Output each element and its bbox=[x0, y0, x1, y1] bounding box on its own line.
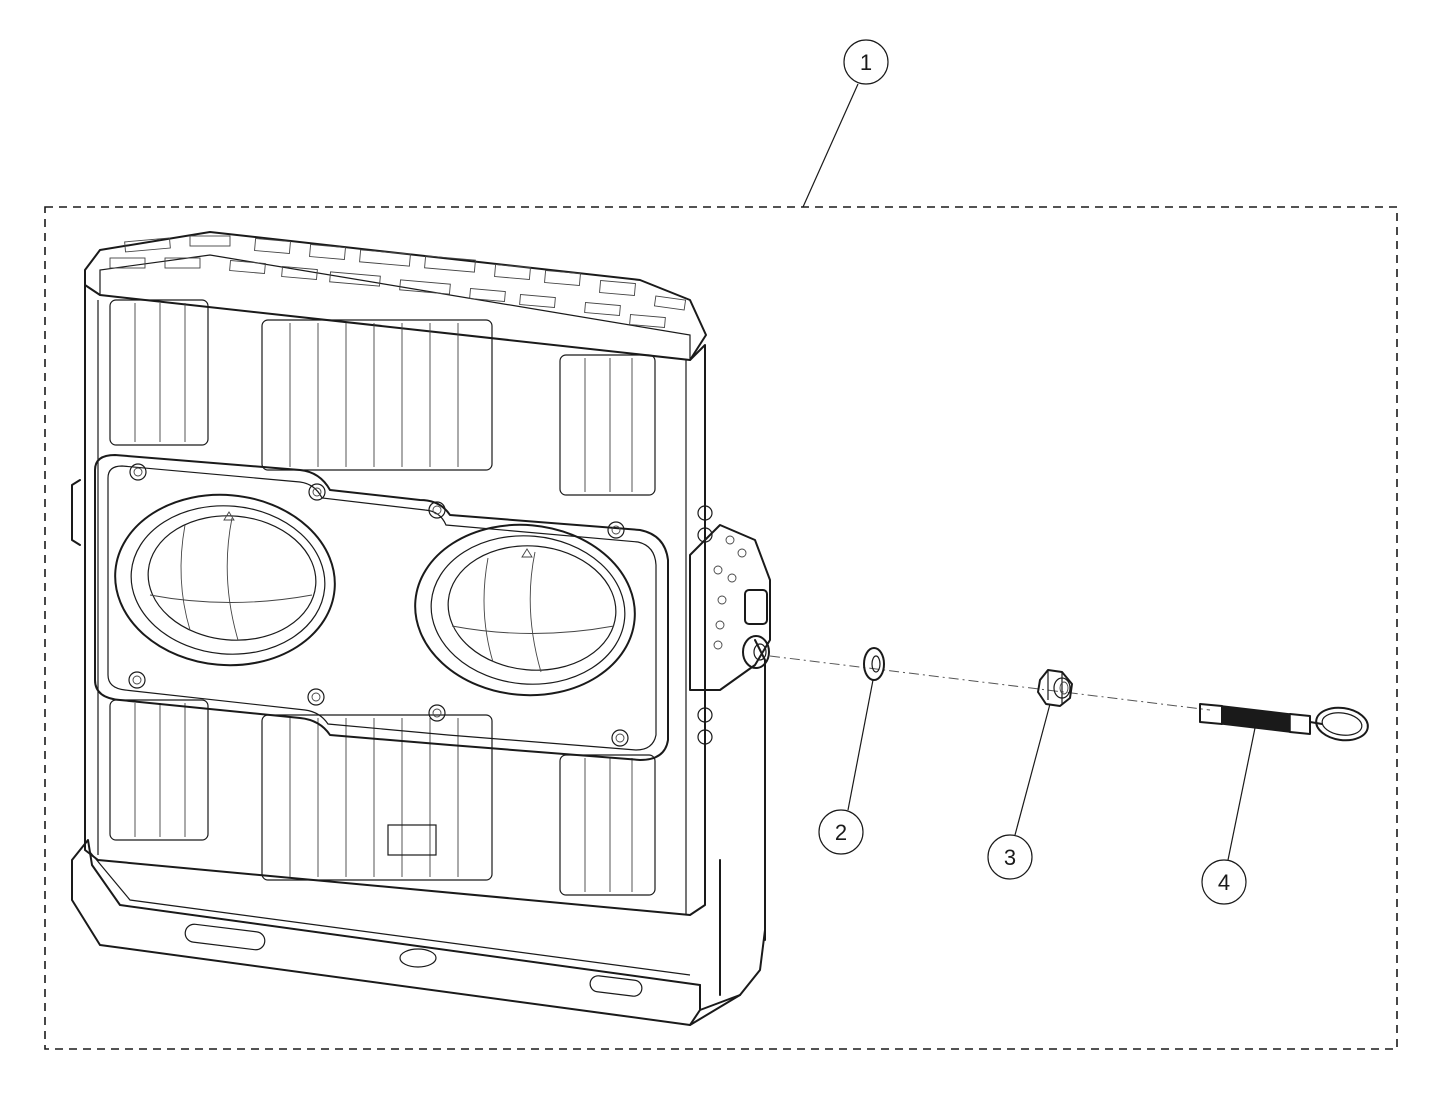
callout-1-label: 1 bbox=[860, 50, 872, 75]
washer bbox=[863, 647, 885, 681]
callout-3: 3 bbox=[987, 703, 1051, 880]
callout-3-label: 3 bbox=[1004, 845, 1016, 870]
left-led-lens bbox=[114, 493, 336, 667]
lens-frame bbox=[94, 454, 669, 761]
callout-1: 1 bbox=[802, 39, 889, 208]
lock-pin-with-ring bbox=[1199, 703, 1369, 742]
work-lamp-assembly bbox=[71, 231, 771, 1026]
upper-heatsink-fins bbox=[109, 299, 656, 496]
mounting-bracket bbox=[71, 505, 771, 1026]
assembly-axis-line bbox=[769, 655, 1211, 711]
top-vents bbox=[109, 235, 687, 329]
lower-heatsink-fins bbox=[109, 699, 656, 896]
callout-4: 4 bbox=[1201, 727, 1256, 905]
right-led-lens bbox=[414, 523, 636, 697]
callout-2: 2 bbox=[818, 679, 874, 855]
callout-2-label: 2 bbox=[835, 820, 847, 845]
hex-nut bbox=[1037, 669, 1073, 707]
lamp-housing bbox=[84, 231, 707, 916]
assembly-boundary bbox=[44, 206, 1398, 1050]
callout-4-label: 4 bbox=[1218, 870, 1230, 895]
